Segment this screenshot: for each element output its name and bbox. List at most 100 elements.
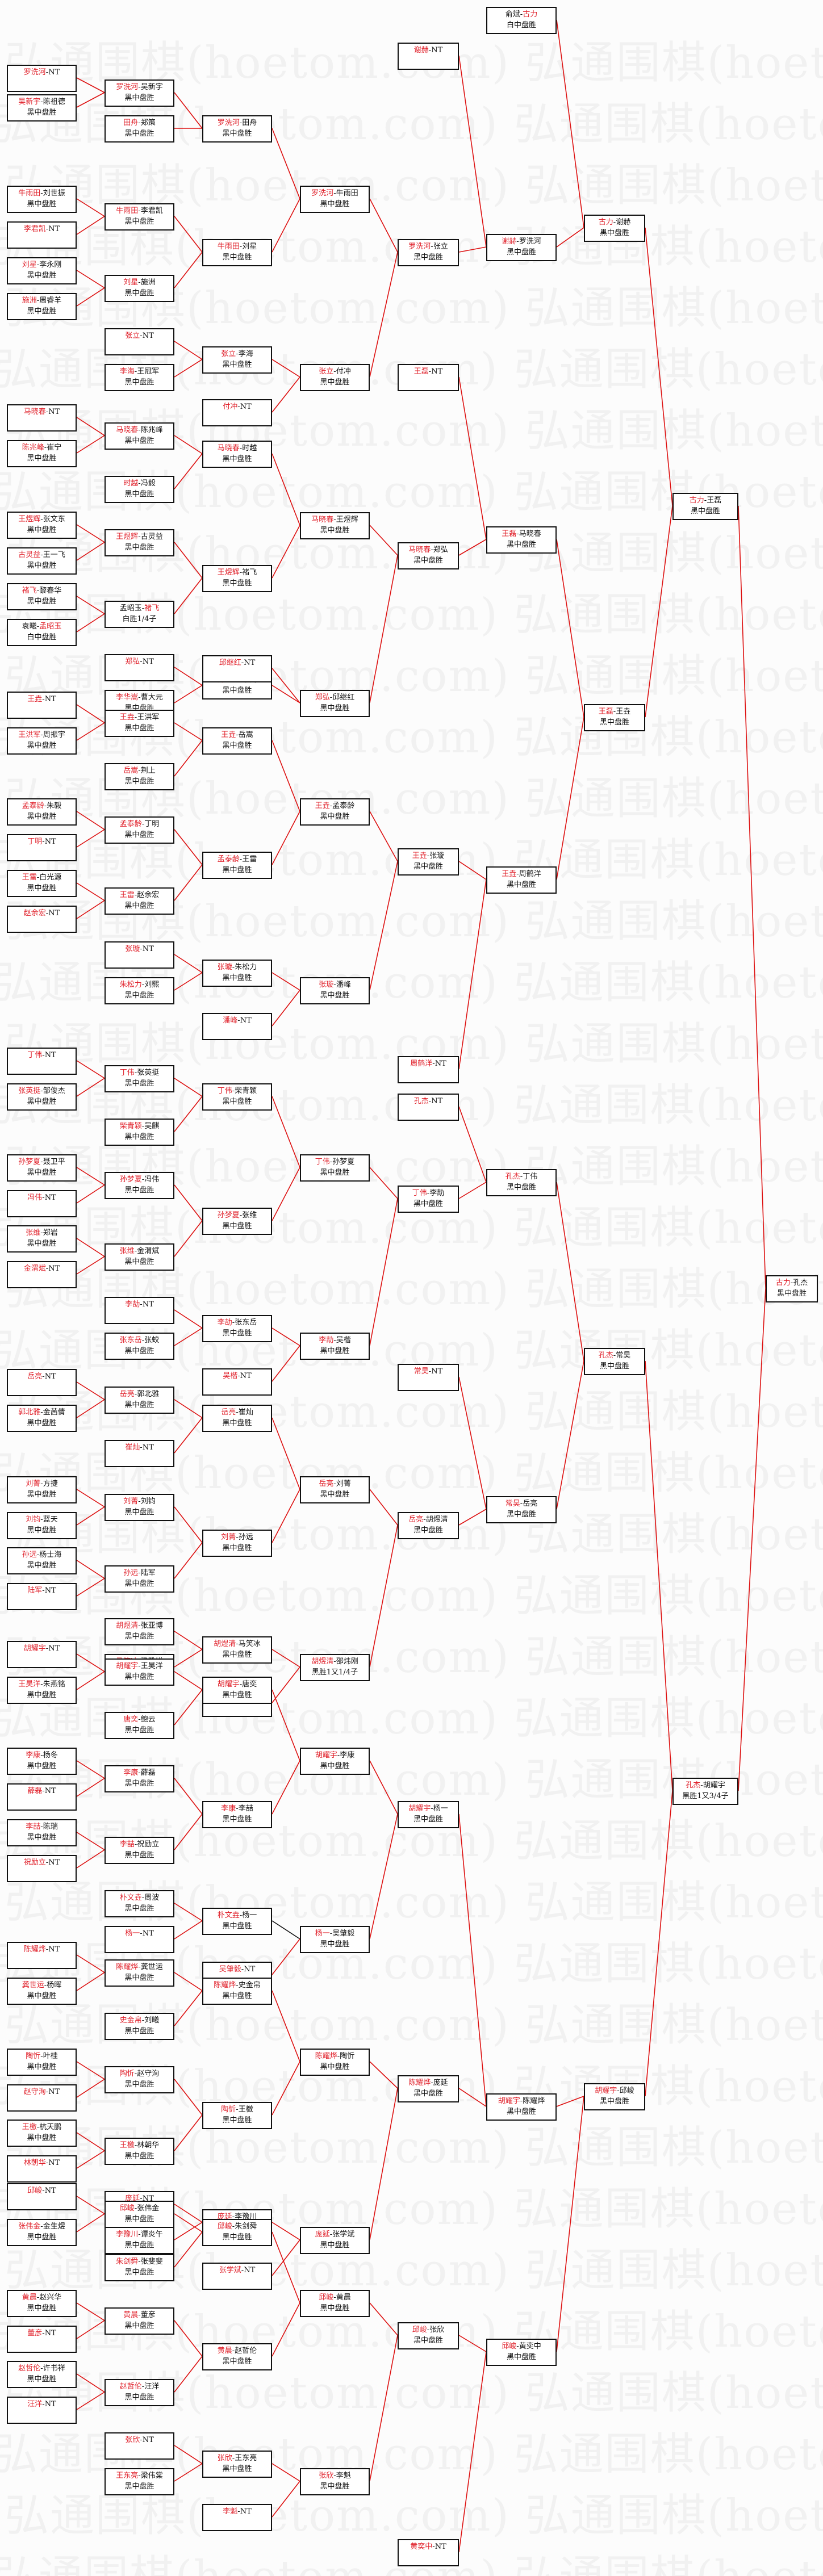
match-players: 张璇-潘峰 bbox=[301, 979, 369, 990]
match-box: 孟泰龄-丁明黑中盘胜 bbox=[105, 816, 174, 844]
match-result: 黑中盘胜 bbox=[222, 686, 252, 695]
versus-dash: - bbox=[333, 516, 336, 524]
winner-name: 罗洗河 bbox=[408, 242, 431, 251]
match-box: 赵哲伦-许书祥黑中盘胜 bbox=[7, 2361, 77, 2388]
match-result: 黑中盘胜 bbox=[222, 129, 252, 138]
match-box: 刘菁-方捷黑中盘胜 bbox=[7, 1476, 77, 1503]
loser-name: 杭天鹏 bbox=[39, 2123, 62, 2131]
bracket-connector bbox=[76, 1653, 105, 1672]
bracket-connector bbox=[76, 2079, 105, 2098]
match-box: 孙梦夏-冯伟黑中盘胜 bbox=[105, 1172, 174, 1199]
match-box: 孙梦夏-张维黑中盘胜 bbox=[202, 1208, 272, 1235]
winner-name: 黄奕中 bbox=[410, 2543, 433, 2551]
match-result: 黑胜1又1/4子 bbox=[311, 1668, 358, 1677]
loser-name: 张东岳 bbox=[235, 1318, 257, 1327]
match-players: 张伟金-金生煜 bbox=[8, 2221, 76, 2232]
match-players: 张立-付冲 bbox=[301, 366, 369, 377]
match-box: 张立-NT bbox=[105, 328, 174, 355]
match-players: 牛雨田-李君凯 bbox=[106, 206, 173, 216]
match-result: 黑中盘胜 bbox=[124, 831, 154, 839]
winner-name: 王垚 bbox=[119, 713, 135, 722]
bracket-connector bbox=[174, 2213, 203, 2232]
match-box: 吴新宇-陈祖德黑中盘胜 bbox=[7, 94, 77, 122]
match-result: 黑中盘胜 bbox=[27, 2134, 57, 2142]
versus-dash: - bbox=[333, 189, 336, 198]
match-box: 张欣-王东亮黑中盘胜 bbox=[202, 2451, 272, 2478]
match-result: 黑中盘胜 bbox=[320, 526, 350, 535]
match-result: 黑中盘胜 bbox=[124, 217, 154, 226]
loser-name: 陆军 bbox=[140, 1569, 156, 1577]
match-result: 黑中盘胜 bbox=[124, 1079, 154, 1088]
winner-name: 李魁 bbox=[223, 2507, 238, 2516]
versus-dash: - bbox=[241, 1965, 244, 1974]
versus-dash: - bbox=[134, 1247, 137, 1255]
match-result: 黑中盘胜 bbox=[124, 1726, 154, 1735]
winner-name: 陶忻 bbox=[26, 2052, 41, 2060]
versus-dash: - bbox=[134, 367, 137, 376]
loser-name: 冯毅 bbox=[140, 479, 156, 488]
versus-dash: - bbox=[36, 873, 40, 882]
match-players: 胡耀宇-唐奕 bbox=[203, 1679, 271, 1690]
bracket-connector bbox=[271, 1689, 300, 1761]
versus-dash: - bbox=[329, 2230, 333, 2239]
winner-name: 褚飞 bbox=[144, 604, 160, 613]
winner-name: 胡耀宇 bbox=[595, 2087, 617, 2095]
match-result: 黑中盘胜 bbox=[222, 1544, 252, 1552]
match-box: 古力-王磊黑中盘胜 bbox=[672, 493, 738, 520]
loser-name: 王洪军 bbox=[137, 713, 160, 722]
match-box: 丁伟-李劼黑中盘胜 bbox=[398, 1186, 459, 1213]
match-result: 黑中盘胜 bbox=[124, 289, 154, 298]
match-players: 陶忻-赵守洵 bbox=[106, 2068, 173, 2079]
bye-marker: NT bbox=[44, 2400, 56, 2409]
bye-marker: NT bbox=[240, 403, 252, 411]
match-players: 陈兆峰-崔宁 bbox=[8, 442, 76, 453]
bracket-connector bbox=[76, 1167, 105, 1186]
versus-dash: - bbox=[40, 98, 43, 106]
match-players: 罗洗河-牛雨田 bbox=[301, 188, 369, 199]
match-players: 李康-薛磊 bbox=[106, 1767, 173, 1778]
winner-name: 张立 bbox=[221, 350, 236, 358]
match-box: 张立-李海黑中盘胜 bbox=[202, 346, 272, 374]
bracket-connector bbox=[271, 2222, 300, 2240]
bracket-connector bbox=[458, 376, 487, 540]
winner-name: 胡煜清 bbox=[116, 1622, 139, 1630]
loser-name: 刘世振 bbox=[43, 189, 65, 198]
loser-name: 林朝华 bbox=[137, 2141, 160, 2150]
versus-dash: - bbox=[432, 1059, 435, 1068]
bracket-connector bbox=[556, 1360, 584, 1510]
loser-name: 张维 bbox=[242, 1211, 257, 1220]
match-result: 黑中盘胜 bbox=[222, 2465, 252, 2473]
loser-name: 李康 bbox=[340, 1751, 355, 1760]
match-result: 白胜1/4子 bbox=[122, 615, 157, 623]
winner-name: 吴肇毅 bbox=[219, 1965, 241, 1974]
loser-name: 李魁 bbox=[336, 2472, 351, 2480]
winner-name: 岳亮 bbox=[408, 1515, 424, 1524]
bye-marker: NT bbox=[431, 1097, 443, 1105]
versus-dash: - bbox=[134, 1069, 137, 1077]
match-box: 古灵益-王一飞黑中盘胜 bbox=[7, 547, 77, 575]
bye-marker: NT bbox=[142, 945, 154, 953]
bracket-connector bbox=[369, 1760, 398, 1815]
bracket-connector bbox=[645, 1360, 673, 1791]
match-players: 丁伟-张英挺 bbox=[106, 1067, 173, 1078]
match-box: 陶忻-王檄黑中盘胜 bbox=[202, 2102, 272, 2129]
match-players: 马晓春-陈兆峰 bbox=[106, 425, 173, 435]
bye-marker: NT bbox=[431, 367, 443, 376]
loser-name: 郭北雅 bbox=[137, 1390, 160, 1398]
match-players: 陶忻-叶桂 bbox=[8, 2051, 76, 2062]
versus-dash: - bbox=[236, 350, 239, 358]
loser-name: 黄奕中 bbox=[519, 2342, 541, 2351]
loser-name: 张欣 bbox=[429, 2326, 445, 2334]
match-result: 黑中盘胜 bbox=[506, 1183, 536, 1192]
bracket-connector bbox=[369, 2302, 398, 2336]
match-players: 孔杰-胡耀宇 bbox=[674, 1780, 737, 1791]
match-box: 陶忻-赵守洵黑中盘胜 bbox=[105, 2066, 174, 2093]
bracket-connector bbox=[174, 453, 203, 489]
match-players: 丁伟-柴青颖 bbox=[203, 1086, 271, 1096]
versus-dash: - bbox=[40, 1751, 43, 1760]
bracket-connector bbox=[76, 829, 105, 848]
winner-name: 李劼 bbox=[125, 1300, 140, 1309]
versus-dash: - bbox=[140, 2194, 143, 2203]
bracket-connector bbox=[174, 1327, 203, 1346]
bye-marker: NT bbox=[142, 1443, 154, 1452]
